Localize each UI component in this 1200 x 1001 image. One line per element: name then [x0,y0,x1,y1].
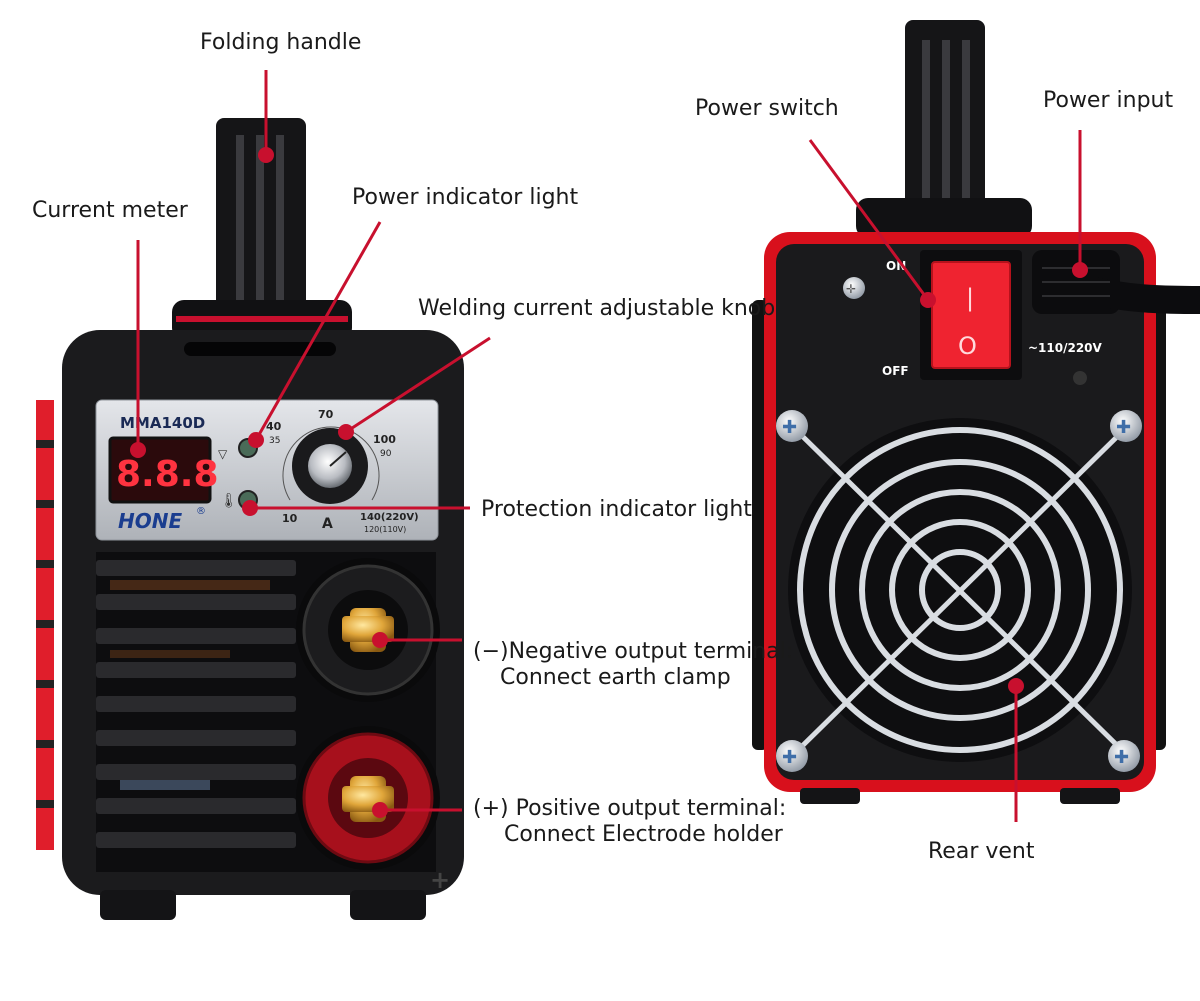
switch-off-label: OFF [882,364,909,378]
callout-dot-knob [338,424,354,440]
thermometer-symbol: 🌡 [220,493,238,509]
label-positive-terminal: (+) Positive output terminal: Connect El… [473,796,786,848]
svg-text:✚: ✚ [782,747,797,768]
power-switch[interactable]: | O [920,250,1022,380]
knob-mark-40: 40 [266,420,282,433]
svg-text:✚: ✚ [1116,417,1131,438]
svg-text:✚: ✚ [782,417,797,438]
rating-220: 140(220V) [360,512,419,523]
switch-off-symbol: O [958,332,977,360]
callout-dot-folding-handle [258,147,274,163]
label-current-meter: Current meter [32,198,188,223]
power-symbol: ▽ [218,447,228,461]
knob-mark-10: 10 [282,512,298,525]
knob-mark-70: 70 [318,408,334,421]
current-meter-digits: 8.8.8 [116,454,219,495]
callout-dot-power-switch [920,292,936,308]
callout-dot-negative [372,632,388,648]
label-power-indicator-light: Power indicator light [352,185,579,210]
switch-on-symbol: | [966,284,974,312]
fan-screws: ✚ ✚ ✚ ✚ [776,410,1142,772]
model-label: MMA140D [120,414,205,432]
rating-110: 120(110V) [364,525,406,534]
callout-dot-protection [242,500,258,516]
voltage-label: ~110/220V [1028,341,1103,355]
ground-screw-icon [1073,371,1087,385]
label-power-input: Power input [1043,88,1174,113]
knob-mark-100: 100 [373,433,396,446]
svg-text:✛: ✛ [846,282,856,296]
front-unit: MMA140D 8.8.8 ▽ 🌡 40 35 70 100 90 10 A [36,118,464,920]
label-current-knob: Welding current adjustable knob [418,296,776,321]
label-positive-line1: (+) Positive output terminal: [473,796,787,821]
callout-dot-rear-vent [1008,678,1024,694]
side-vents [36,400,54,850]
rear-unit: ✛ ON OFF | O ~110/220V [752,20,1200,804]
rear-vent-fan-grill [788,418,1132,762]
panel-screw-icon [843,277,865,299]
brand-logo: HONE [118,509,182,533]
callout-dots [130,147,1088,818]
label-power-switch: Power switch [695,96,839,121]
callout-dot-current-meter [130,442,146,458]
registered-mark: ® [196,506,206,517]
knob-unit: A [322,516,333,532]
positive-output-terminal[interactable] [296,726,440,870]
callout-dot-power-indicator [248,432,264,448]
negative-output-terminal[interactable] [296,558,440,702]
label-folding-handle: Folding handle [200,30,362,55]
label-negative-line1: (−)Negative output terminal: [473,639,794,664]
callout-dot-power-input [1072,262,1088,278]
label-negative-terminal: (−)Negative output terminal: Connect ear… [473,639,793,691]
callout-dot-positive [372,802,388,818]
knob-mark-35: 35 [269,436,280,446]
power-input-cable [1032,250,1200,314]
callout-line-knob [345,336,491,434]
label-rear-vent: Rear vent [928,839,1035,864]
positive-plus-symbol: + [430,866,450,894]
rear-handle [856,20,1032,238]
callout-line-power-switch [808,139,930,301]
label-protection-indicator-light: Protection indicator light [481,497,752,522]
knob-mark-90: 90 [380,449,392,459]
callout-line-power-indicator [254,221,382,441]
label-positive-line2: Connect Electrode holder [504,822,783,847]
svg-text:✚: ✚ [1114,747,1129,768]
callout-lines [136,70,1082,822]
label-negative-line2: Connect earth clamp [500,665,731,690]
current-adjust-knob[interactable] [292,428,368,504]
